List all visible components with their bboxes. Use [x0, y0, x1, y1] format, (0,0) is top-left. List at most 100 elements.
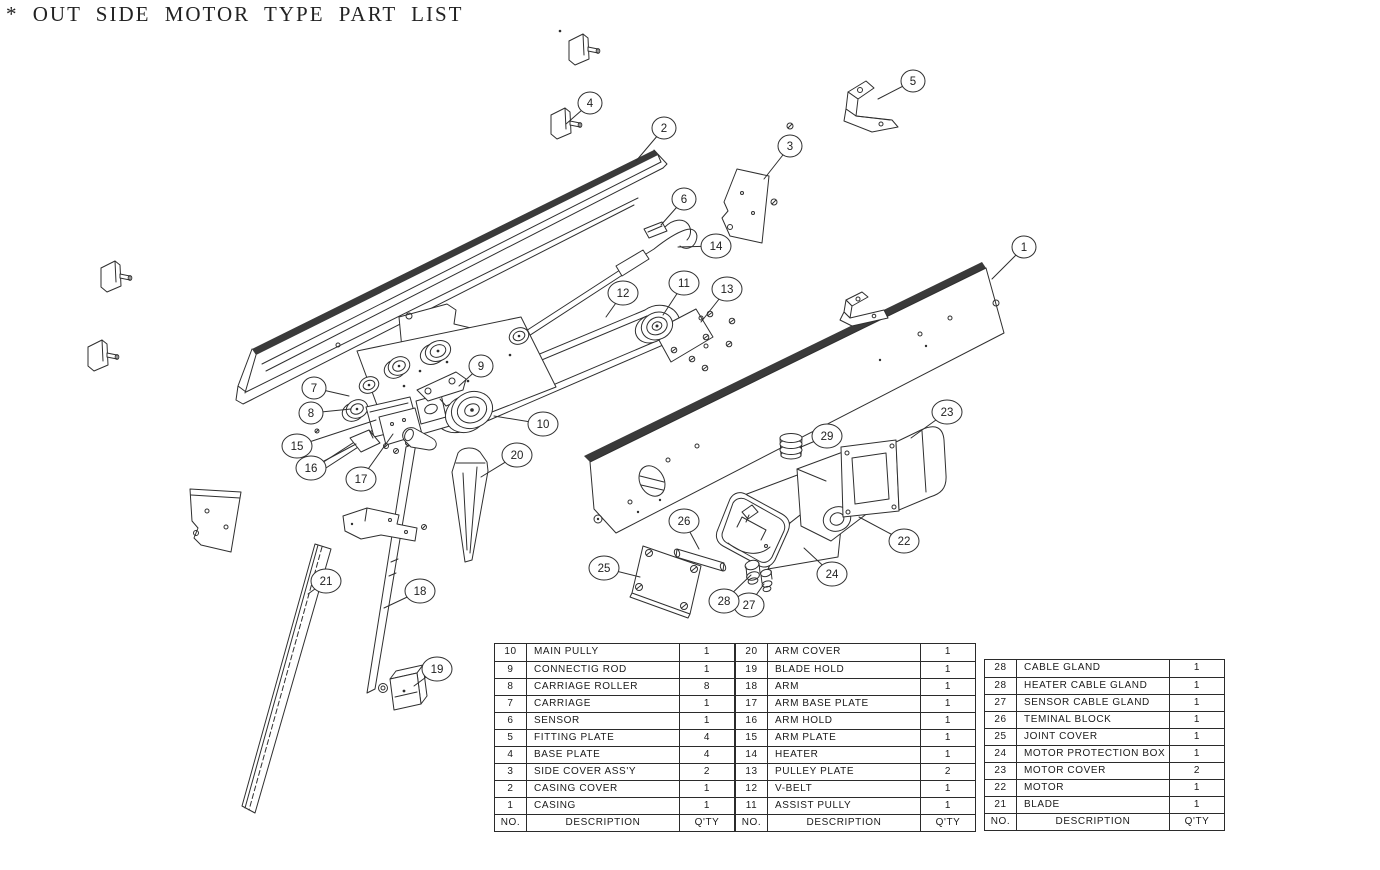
- callout-12: 12: [605, 280, 639, 318]
- callout-number: 16: [305, 463, 318, 475]
- part-qty-cell: 1: [1169, 712, 1224, 728]
- callout-number: 7: [311, 383, 317, 395]
- part-no-cell: 28: [994, 680, 1007, 691]
- part-no-cell: NO.: [500, 817, 521, 828]
- part-qty-cell: 1: [1169, 797, 1224, 813]
- page-title: * OUT SIDE MOTOR TYPE PART LIST: [6, 2, 464, 26]
- part-no-cell: 12: [745, 783, 758, 794]
- part-description-cell: ARM HOLD: [767, 713, 920, 729]
- callout-8: 8: [298, 401, 352, 425]
- part-description-cell: ARM COVER: [767, 644, 920, 661]
- callout-number: 13: [721, 284, 734, 296]
- callout-number: 22: [898, 536, 911, 548]
- arm-hold-part: [349, 429, 381, 453]
- callout-5: 5: [877, 69, 926, 100]
- part-description-cell: PULLEY PLATE: [767, 764, 920, 780]
- part-qty-cell: 1: [679, 798, 734, 814]
- part-description-cell: MOTOR PROTECTION BOX: [1016, 746, 1169, 762]
- part-no-cell: 21: [994, 799, 1007, 810]
- part-description-cell: MOTOR COVER: [1016, 763, 1169, 779]
- callout-number: 4: [587, 98, 594, 110]
- blade-hold-part: [378, 664, 428, 711]
- part-no-cell: 17: [745, 698, 758, 709]
- part-no-cell: 28: [994, 662, 1007, 673]
- part-no-cell: 4: [507, 749, 514, 760]
- part-no-cell: 10: [504, 646, 517, 657]
- terminal-block-part: [673, 548, 727, 572]
- part-description-cell: CARRIAGE: [526, 696, 679, 712]
- callout-29: 29: [800, 423, 843, 449]
- part-no-cell: 6: [507, 715, 514, 726]
- callout-14: 14: [677, 233, 732, 259]
- callout-13: 13: [700, 276, 743, 323]
- part-qty-cell: Q'TY: [1169, 814, 1224, 830]
- part-description-cell: BLADE HOLD: [767, 662, 920, 678]
- assist-pulley-part: [634, 311, 674, 344]
- part-no-cell: 11: [745, 800, 758, 811]
- part-description-cell: TEMINAL BLOCK: [1016, 712, 1169, 728]
- callout-number: 28: [718, 596, 731, 608]
- part-description-cell: CONNECTIG ROD: [526, 662, 679, 678]
- part-qty-cell: 1: [679, 696, 734, 712]
- pulley-plate-part: [653, 308, 736, 372]
- callout-20: 20: [480, 442, 533, 478]
- part-qty-cell: 1: [920, 679, 975, 695]
- part-no-cell: 13: [745, 766, 758, 777]
- callout-21: 21: [307, 568, 342, 595]
- callout-number: 3: [787, 141, 793, 153]
- callout-number: 8: [308, 408, 314, 420]
- part-qty-cell: 1: [920, 747, 975, 763]
- callout-9: 9: [458, 354, 494, 387]
- part-qty-cell: 2: [1169, 763, 1224, 779]
- part-qty-cell: 1: [679, 781, 734, 797]
- callout-15: 15: [281, 419, 377, 459]
- part-no-cell: 26: [994, 714, 1007, 725]
- callout-24: 24: [803, 547, 848, 587]
- callout-number: 15: [291, 441, 304, 453]
- base-plate-part: [87, 33, 601, 372]
- callout-28: 28: [708, 574, 752, 614]
- main-pulley-part: [444, 390, 494, 434]
- part-description-cell: DESCRIPTION: [1016, 814, 1169, 830]
- part-description-cell: BLADE: [1016, 797, 1169, 813]
- carriage-roller: [341, 327, 530, 422]
- screw-icon: [670, 310, 736, 372]
- part-no-cell: 7: [507, 698, 514, 709]
- part-qty-cell: 1: [920, 662, 975, 678]
- callout-number: 6: [681, 194, 687, 206]
- callout-4: 4: [565, 91, 603, 125]
- callout-16: 16: [295, 443, 357, 481]
- part-no-cell: 16: [745, 715, 758, 726]
- part-description-cell: MOTOR: [1016, 780, 1169, 796]
- part-no-cell: 23: [994, 765, 1007, 776]
- callout-25: 25: [588, 555, 641, 581]
- part-no-cell: 27: [994, 697, 1007, 708]
- callout-number: 5: [910, 76, 916, 88]
- part-description-cell: MAIN PULLY: [526, 644, 679, 661]
- part-no-cell: 19: [745, 664, 758, 675]
- part-qty-cell: 4: [679, 747, 734, 763]
- callout-number: 17: [355, 474, 368, 486]
- part-description-cell: ASSIST PULLY: [767, 798, 920, 814]
- sensor-cable-gland-part: [760, 568, 773, 593]
- part-description-cell: SIDE COVER ASS'Y: [526, 764, 679, 780]
- part-qty-cell: 1: [1169, 660, 1224, 677]
- part-qty-cell: 4: [679, 730, 734, 746]
